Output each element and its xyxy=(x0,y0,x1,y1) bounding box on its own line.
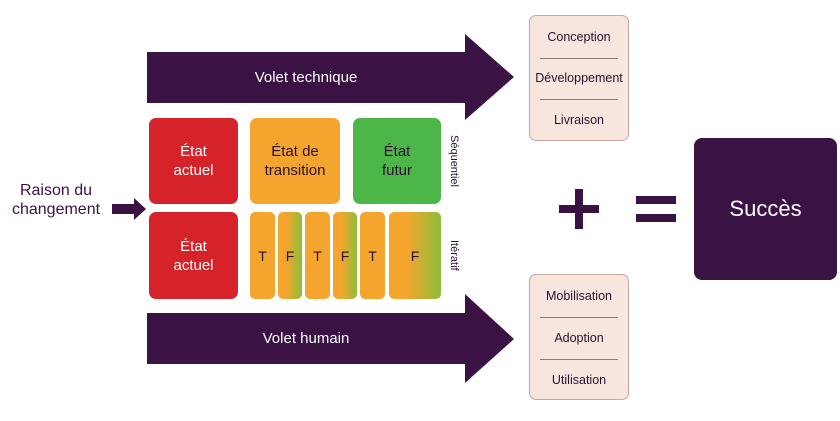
panel-divider xyxy=(540,58,618,59)
volet-technique-label: Volet technique xyxy=(254,69,358,86)
iter-etat-actuel-box: État actuel xyxy=(149,212,238,299)
panel-item-developpement: Développement xyxy=(535,71,623,85)
panel-humain: Mobilisation Adoption Utilisation xyxy=(529,274,629,400)
volet-technique-arrow xyxy=(147,34,514,120)
plus-icon xyxy=(559,189,599,229)
iter-block-f1: F xyxy=(278,212,302,299)
panel-item-conception: Conception xyxy=(547,30,611,44)
iter-block-t3: T xyxy=(360,212,385,299)
panel-item-mobilisation: Mobilisation xyxy=(545,289,612,303)
volet-humain-arrow xyxy=(147,294,514,383)
raison-du-changement-label: Raison du changement xyxy=(11,182,101,218)
panel-divider xyxy=(540,317,618,318)
volet-humain-label: Volet humain xyxy=(262,330,350,347)
succes-box: Succès xyxy=(694,138,837,280)
iteratif-side-label: Itératif xyxy=(448,240,460,271)
raison-arrow-icon xyxy=(112,198,146,220)
panel-divider xyxy=(540,359,618,360)
panel-item-adoption: Adoption xyxy=(554,331,604,345)
panel-item-utilisation: Utilisation xyxy=(551,373,607,387)
iter-block-t1: T xyxy=(250,212,275,299)
panel-technique: Conception Développement Livraison xyxy=(529,15,629,141)
iter-block-t2: T xyxy=(305,212,330,299)
sequentiel-side-label: Séquentiel xyxy=(448,135,460,187)
seq-etat-transition-box: État de transition xyxy=(250,118,340,204)
iter-block-f3: F xyxy=(389,212,441,299)
seq-etat-futur-box: État futur xyxy=(353,118,441,204)
panel-item-livraison: Livraison xyxy=(553,113,605,127)
iter-block-f2: F xyxy=(333,212,357,299)
panel-divider xyxy=(540,99,618,100)
equals-icon xyxy=(636,196,676,222)
seq-etat-actuel-box: État actuel xyxy=(149,118,238,204)
